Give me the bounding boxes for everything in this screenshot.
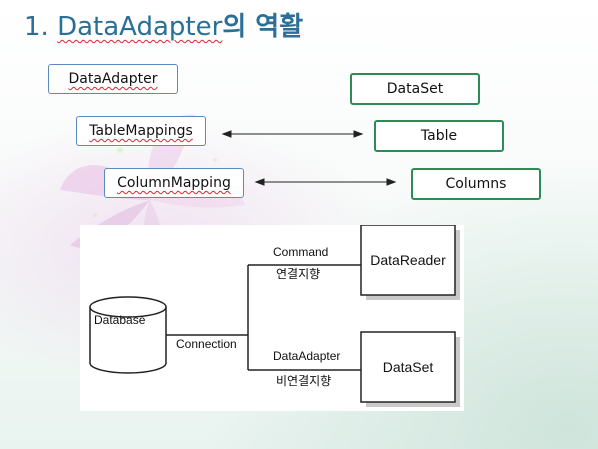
box-tablemappings-label: TableMappings <box>89 123 193 139</box>
title-suffix: 의 역활 <box>222 12 304 42</box>
box-columns: Columns <box>411 168 541 200</box>
title-prefix: 1. <box>24 12 58 42</box>
box-dataadapter: DataAdapter <box>48 64 178 94</box>
box-table: Table <box>374 120 504 152</box>
box-columnmapping: ColumnMapping <box>104 168 244 198</box>
box-tablemappings: TableMappings <box>76 116 206 146</box>
page-title: 1. DataAdapter의 역활 <box>24 6 303 43</box>
diagram-command-label: Command <box>273 245 329 259</box>
database-cylinder-icon <box>89 296 167 374</box>
diagram-connection-label: Connection <box>176 337 237 351</box>
box-dataadapter-label: DataAdapter <box>68 71 158 87</box>
diagram-database-label: Database <box>94 313 146 327</box>
box-table-label: Table <box>420 128 458 144</box>
title-term: DataAdapter <box>57 12 223 42</box>
diagram-disconnected-label: 비연결지향 <box>276 374 332 388</box>
diagram-datareader-label: DataReader <box>370 252 446 268</box>
box-dataset-label: DataSet <box>386 81 444 97</box>
architecture-diagram: Database Connection Command 연결지향 DataAda… <box>80 225 464 411</box>
box-columns-label: Columns <box>445 176 507 192</box>
diagram-connected-label: 연결지향 <box>276 267 321 281</box>
diagram-dataadapter-label: DataAdapter <box>273 349 341 363</box>
diagram-dataset-label: DataSet <box>382 359 434 375</box>
box-columnmapping-label: ColumnMapping <box>117 175 231 191</box>
box-dataset: DataSet <box>350 73 480 105</box>
